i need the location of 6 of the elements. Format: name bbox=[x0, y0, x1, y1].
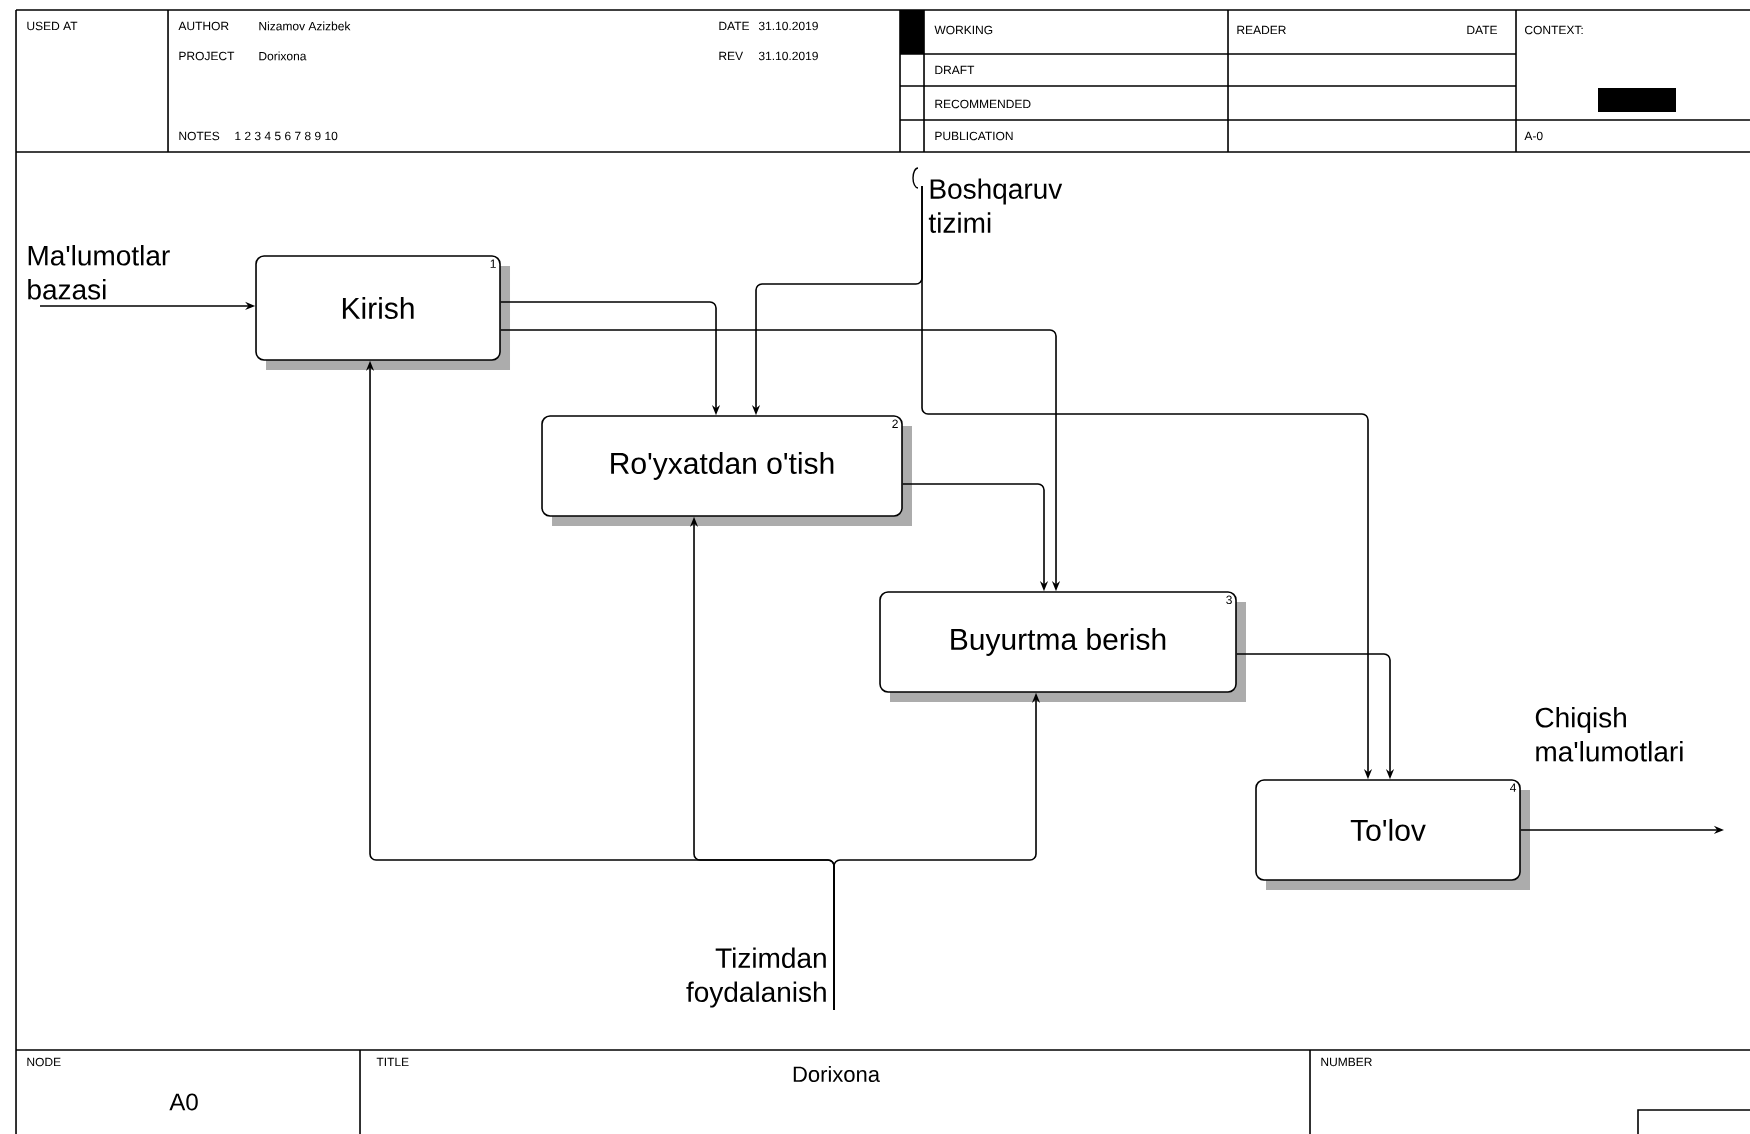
diagram-title: Dorixona bbox=[793, 1065, 880, 1083]
edge-label: Chiqish ma'lumotlari bbox=[1535, 707, 1683, 762]
edge-label: Ma'lumotlar bazasi bbox=[28, 245, 170, 300]
tunnel-label: Boshqaruv tizimi bbox=[928, 178, 1063, 233]
node-number: A0 bbox=[169, 1093, 198, 1111]
tunnel-label: Tizimdan foydalanish bbox=[686, 947, 826, 1008]
